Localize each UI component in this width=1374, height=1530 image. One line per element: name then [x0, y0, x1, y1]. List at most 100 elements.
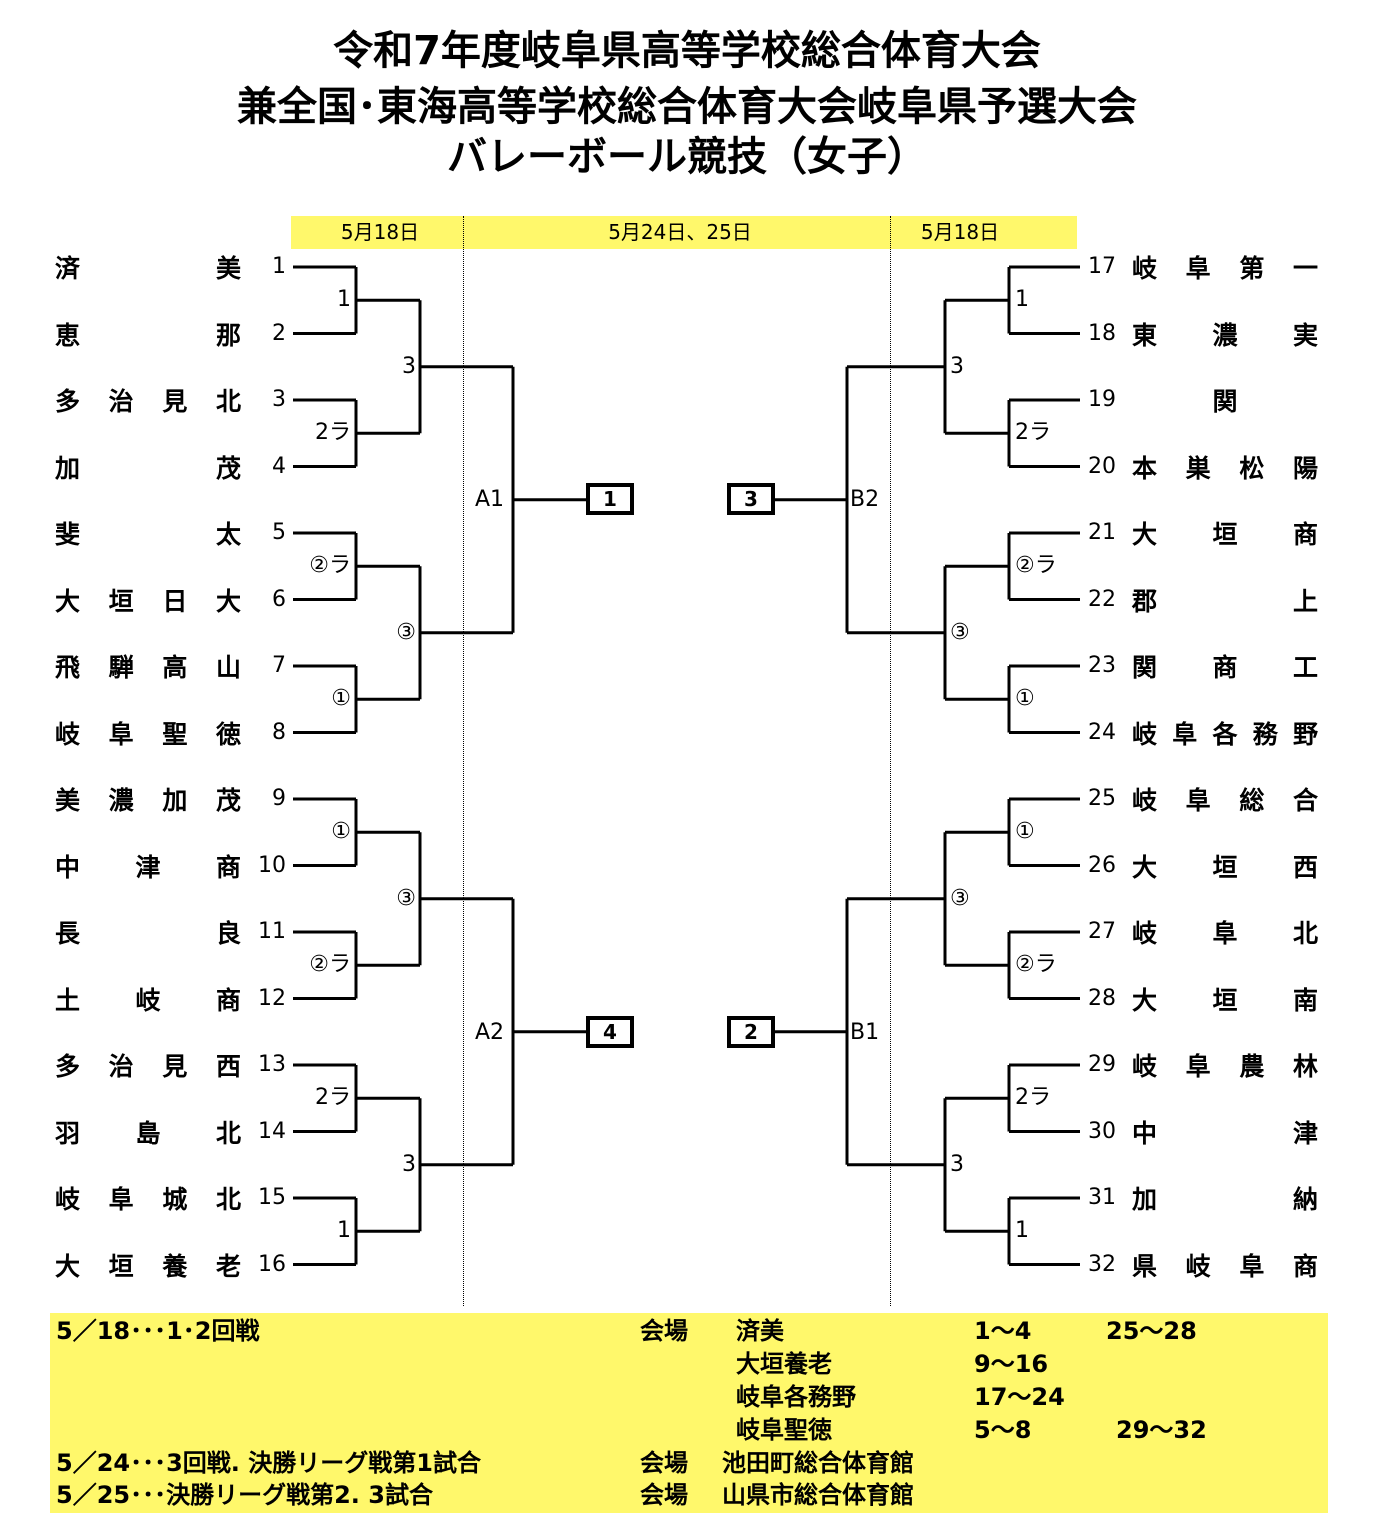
team-name: 加茂 [55, 453, 241, 483]
schedule-footer: 5／18･･･1･2回戦 会場 済美 1～4 25～28 大垣養老 9～16 岐… [50, 1313, 1328, 1513]
schedule-day-2: 5／24･･･3回戦. 決勝リーグ戦第1試合 [56, 1449, 481, 1477]
team-number: 6 [272, 586, 286, 612]
team-name: 関商工 [1132, 653, 1318, 682]
schedule-day-3: 5／25･･･決勝リーグ戦第2. 3試合 [56, 1481, 433, 1509]
team-name: 大垣養老 [55, 1251, 241, 1281]
round1-label: ②ラ [1015, 553, 1057, 579]
team-number: 7 [272, 653, 286, 678]
team-number: 17 [1088, 254, 1116, 279]
team-name: 大垣商 [1132, 520, 1318, 549]
round1-label: 1 [337, 287, 351, 313]
team-name: 岐阜城北 [55, 1185, 241, 1214]
team-number: 10 [258, 852, 286, 878]
round1-label: 2ラ [1015, 420, 1051, 446]
round1-label: 2ラ [315, 1085, 351, 1111]
team-number: 5 [272, 520, 286, 545]
round2-label: ③ [950, 619, 970, 645]
team-number: 29 [1088, 1052, 1116, 1077]
team-number: 32 [1088, 1251, 1116, 1277]
venue-1-range-1: 1～4 [974, 1317, 1032, 1345]
venue-1-name: 済美 [736, 1317, 784, 1345]
team-number: 3 [272, 387, 286, 412]
team-number: 9 [272, 786, 286, 811]
divider-left [463, 216, 464, 1306]
block-label-a1: A1 [475, 487, 505, 512]
round2-label: ③ [396, 885, 416, 911]
team-number: 28 [1088, 985, 1116, 1011]
round1-label: ① [331, 686, 351, 712]
team-name: 東濃実 [1132, 320, 1318, 350]
team-name: 関 [1212, 387, 1238, 416]
block-label-b1: B1 [850, 1020, 880, 1045]
team-number: 25 [1088, 786, 1116, 811]
venue-label-1: 会場 [640, 1317, 688, 1345]
team-name: 岐阜聖徳 [55, 719, 241, 749]
divider-right [890, 216, 891, 1306]
team-name: 岐阜農林 [1132, 1052, 1318, 1081]
venue-4-name: 岐阜聖徳 [736, 1416, 832, 1444]
team-number: 24 [1088, 719, 1116, 745]
team-number: 4 [272, 453, 286, 479]
venue-label-2: 会場 [640, 1449, 688, 1477]
block-label-a2: A2 [475, 1020, 505, 1045]
team-number: 1 [272, 254, 286, 279]
team-name: 恵那 [55, 320, 241, 350]
team-name: 長良 [55, 919, 241, 948]
team-name: 岐阜第一 [1132, 254, 1318, 283]
team-number: 13 [258, 1052, 286, 1077]
round1-label: ②ラ [1015, 952, 1057, 978]
team-number: 14 [258, 1118, 286, 1144]
schedule-day-1: 5／18･･･1･2回戦 [56, 1317, 260, 1345]
date-band [291, 216, 1077, 249]
round2-label: ③ [950, 885, 970, 911]
team-name: 岐阜総合 [1132, 786, 1318, 815]
venue-6-name: 山県市総合体育館 [722, 1481, 914, 1509]
date-right: 5月18日 [920, 220, 1000, 244]
team-name: 美濃加茂 [55, 786, 241, 815]
final-box-a2: 4 [586, 1016, 634, 1048]
team-name: 中津 [1132, 1118, 1318, 1148]
venue-1-range-2: 25～28 [1106, 1317, 1197, 1345]
team-number: 22 [1088, 586, 1116, 612]
team-name: 郡上 [1132, 586, 1318, 616]
title-line-2: 兼全国･東海高等学校総合体育大会岐阜県予選大会 [237, 84, 1137, 130]
team-number: 27 [1088, 919, 1116, 944]
venue-label-3: 会場 [640, 1481, 688, 1509]
team-name: 斐太 [55, 520, 241, 549]
round1-label: ① [1015, 819, 1035, 845]
team-name: 多治見北 [55, 387, 241, 416]
team-name: 大垣西 [1132, 852, 1318, 882]
team-number: 19 [1088, 387, 1116, 412]
final-box-b2: 3 [727, 483, 775, 515]
team-name: 岐阜北 [1132, 919, 1318, 948]
team-name: 本巣松陽 [1132, 453, 1318, 483]
venue-5-name: 池田町総合体育館 [722, 1449, 914, 1477]
team-name: 済美 [55, 254, 241, 283]
title-line-1: 令和7年度岐阜県高等学校総合体育大会 [333, 28, 1041, 74]
team-number: 11 [258, 919, 286, 944]
round1-label: ②ラ [309, 553, 351, 579]
team-number: 31 [1088, 1185, 1116, 1210]
round2-label: ③ [396, 619, 416, 645]
team-name: 県岐阜商 [1132, 1251, 1318, 1281]
round1-label: 1 [337, 1218, 351, 1244]
date-center: 5月24日、25日 [608, 220, 752, 244]
team-number: 30 [1088, 1118, 1116, 1144]
team-number: 23 [1088, 653, 1116, 678]
team-name: 中津商 [55, 852, 241, 882]
team-number: 20 [1088, 453, 1116, 479]
team-name: 羽島北 [55, 1118, 241, 1148]
team-name: 土岐商 [55, 985, 241, 1015]
round1-label: ① [331, 819, 351, 845]
round1-label: 2ラ [1015, 1085, 1051, 1111]
block-label-b2: B2 [850, 487, 880, 512]
team-number: 21 [1088, 520, 1116, 545]
team-name: 岐阜各務野 [1132, 719, 1318, 749]
round2-label: 3 [402, 353, 416, 379]
venue-2-range-1: 9～16 [974, 1350, 1049, 1378]
team-number: 2 [272, 320, 286, 346]
title-line-3: バレーボール競技（女子） [447, 134, 927, 180]
team-name: 大垣日大 [55, 586, 241, 616]
team-name: 加納 [1132, 1185, 1318, 1214]
team-number: 16 [258, 1251, 286, 1277]
